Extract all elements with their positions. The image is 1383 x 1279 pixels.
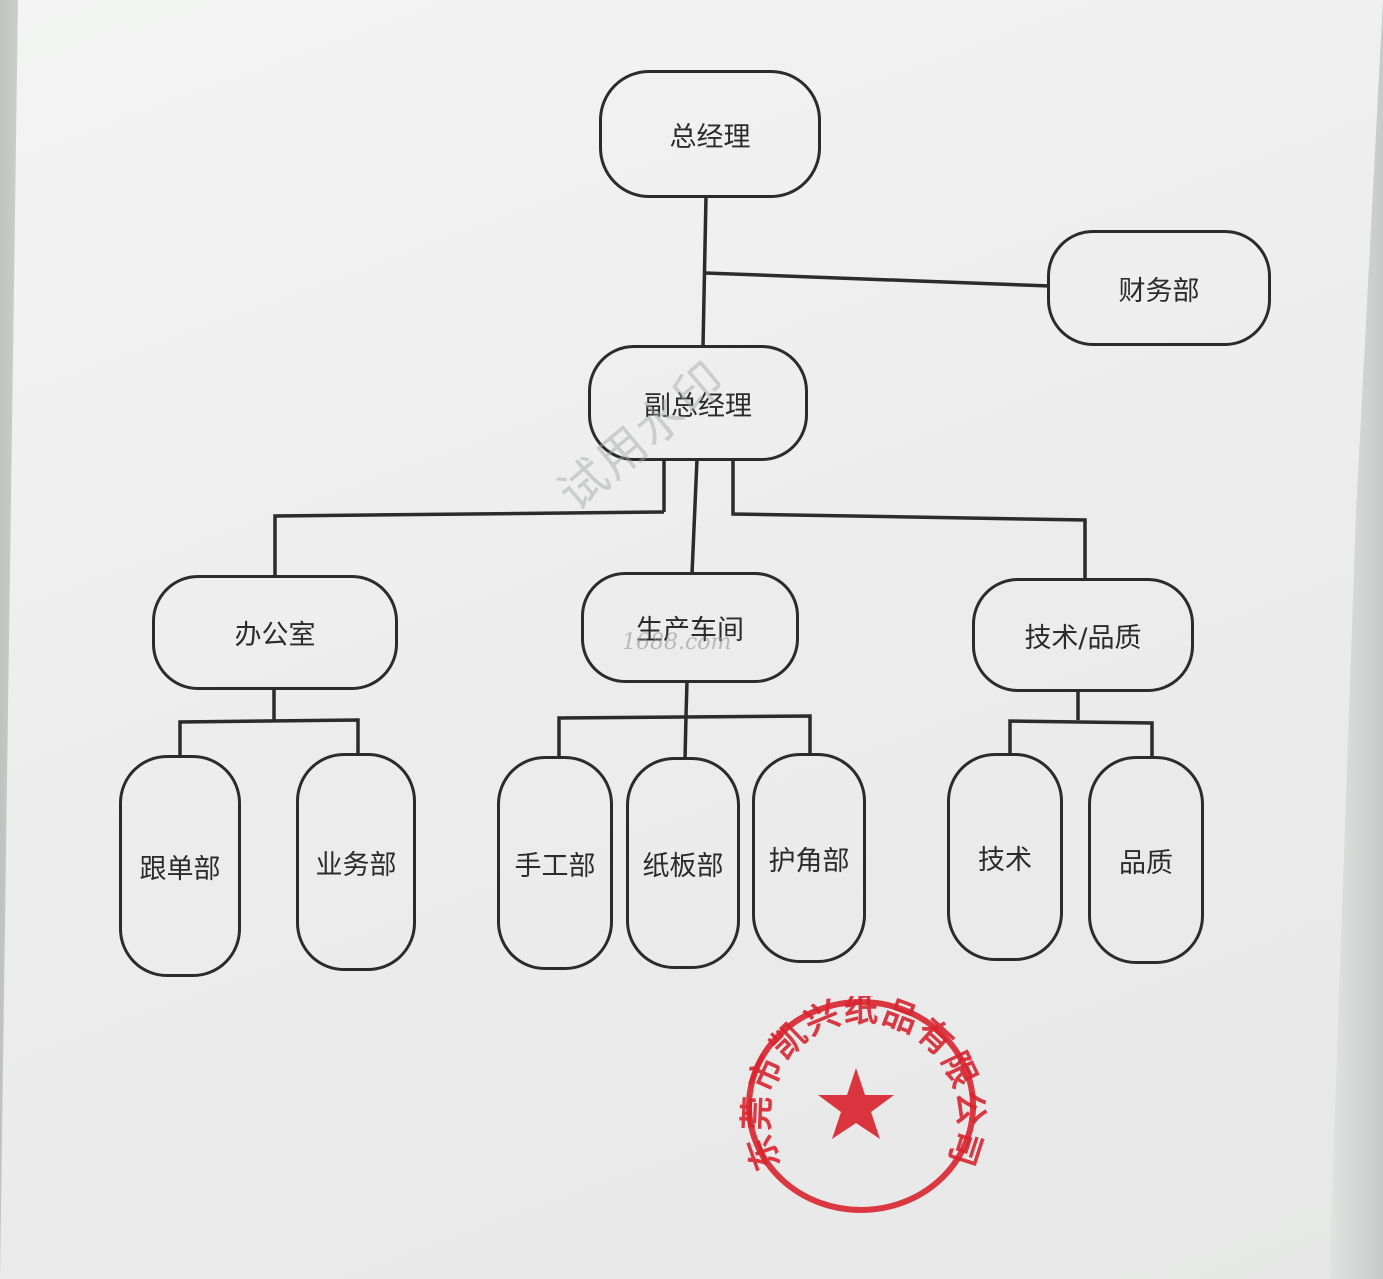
star-icon [818,1068,894,1139]
node-manual-label: 手工部 [514,850,596,882]
node-sales: 业务部 [296,753,416,971]
link-workshop-mid [683,715,688,761]
node-finance-label: 财务部 [1118,275,1200,307]
link-vgm-workshop [690,458,699,575]
node-office-label: 办公室 [234,620,316,651]
node-corner-guard: 护角部 [752,753,866,963]
node-workshop: 生产车间 [581,572,799,683]
node-sales-label: 业务部 [315,849,397,881]
node-tech-quality-label: 技术/品质 [1024,622,1142,654]
node-corner-guard-label: 护角部 [768,845,850,877]
node-tech: 技术 [947,753,1063,961]
seal-text: 东莞市凯兴纸品有限公司 [738,996,988,1175]
company-seal: 东莞市凯兴纸品有限公司 [738,996,988,1213]
watermark-site: 1688.com [622,630,732,655]
node-general-manager-label: 总经理 [669,121,751,153]
node-workshop-label: 生产车间 [636,615,744,646]
node-follow-up: 跟单部 [119,755,241,977]
node-cardboard: 纸板部 [626,757,740,969]
node-manual: 手工部 [497,756,613,970]
link-office-children [178,718,360,757]
link-gm-finance [704,271,1051,288]
node-vice-general-manager: 副总经理 [588,345,808,461]
node-office: 办公室 [152,575,398,690]
node-tech-quality: 技术/品质 [972,578,1194,692]
node-cardboard-label: 纸板部 [642,850,724,882]
node-vice-general-manager-label: 副总经理 [644,390,752,422]
svg-text:东莞市凯兴纸品有限公司: 东莞市凯兴纸品有限公司 [738,996,988,1175]
link-workshop-down [684,680,689,717]
link-office [273,510,665,578]
node-follow-up-label: 跟单部 [139,853,221,885]
link-tq-children [1008,719,1154,758]
node-quality-label: 品质 [1119,847,1173,879]
link-gm-vgm [701,195,708,348]
node-tech-label: 技术 [978,844,1032,876]
link-tech-quality [731,459,1087,580]
node-general-manager: 总经理 [599,70,821,198]
node-quality: 品质 [1088,756,1204,964]
node-finance: 财务部 [1047,230,1271,346]
